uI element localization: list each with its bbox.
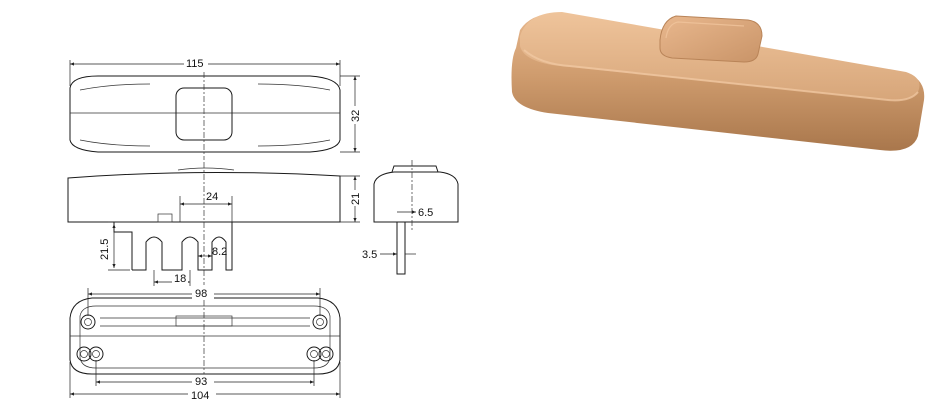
dim-slot-pitch: 18 — [174, 273, 186, 285]
dim-hole-spacing: 93 — [195, 376, 207, 388]
side-view: 24 21 21.5 8.2 18 — [67, 162, 362, 286]
dim-height-top: 32 — [350, 110, 362, 122]
top-view: 115 32 — [69, 57, 362, 160]
dim-button-width: 24 — [206, 191, 218, 203]
dim-base-length: 104 — [191, 390, 209, 402]
dim-thickness-detail: 6.5 — [418, 207, 433, 219]
dim-pin-thickness: 3.5 — [362, 249, 377, 261]
end-view: 6.5 3.5 — [362, 160, 459, 275]
dim-terminal-length: 21.5 — [99, 239, 111, 260]
product-photo — [511, 12, 925, 151]
dim-inner-length: 98 — [195, 288, 207, 300]
dim-slot-width: 8.2 — [212, 246, 227, 258]
switch-button — [659, 15, 763, 63]
bottom-view: 98 93 104 — [69, 287, 341, 402]
dim-side-height: 21 — [350, 193, 362, 205]
dim-overall-length: 115 — [186, 58, 204, 70]
